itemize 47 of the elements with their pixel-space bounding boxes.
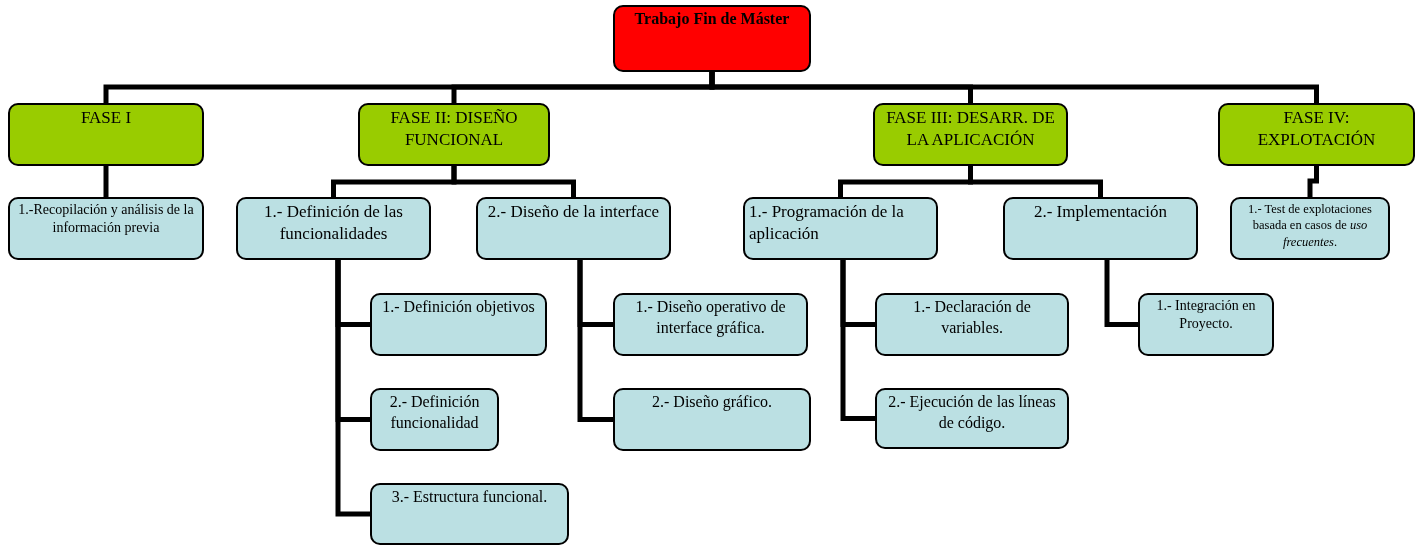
- node-label: FASE III: DESARR. DE LA APLICACIÓN: [885, 107, 1056, 152]
- connector-line: [335, 260, 370, 517]
- connector-line: [1307, 166, 1319, 197]
- node-label: 2.- Diseño de la interface: [487, 201, 660, 223]
- connector-line: [840, 260, 875, 421]
- phase-box: [8, 103, 204, 166]
- node-label: FASE IV: EXPLOTACIÓN: [1256, 107, 1377, 152]
- connector-line: [709, 72, 1319, 103]
- task-box: [370, 388, 499, 451]
- node-label: 2.- Definición funcionalidad: [388, 392, 481, 433]
- task-box: [613, 293, 808, 356]
- connector-line: [1104, 260, 1138, 327]
- node-label: FASE I: [80, 107, 132, 129]
- node-label: Trabajo Fin de Máster: [634, 9, 790, 30]
- phase-box: [1218, 103, 1415, 166]
- node-label: 1.- Diseño operativo de interface gráfica.: [634, 297, 787, 339]
- node-label: 2.- Ejecución de las líneas de código.: [887, 392, 1057, 434]
- node-label: 1.- Definición objetivos: [382, 297, 535, 318]
- connector-line: [577, 260, 613, 422]
- node-label: 3.- Estructura funcional.: [391, 487, 548, 507]
- task-box: [743, 197, 938, 260]
- task-box: [875, 293, 1069, 356]
- connector-line: [103, 166, 109, 197]
- node-label: 1.-Recopilación y análisis de la información previa: [17, 201, 195, 238]
- task-box: [875, 388, 1069, 449]
- task-box: [1138, 293, 1274, 356]
- task-box: [8, 197, 204, 260]
- task-box: [476, 197, 671, 260]
- task-box: [1230, 197, 1390, 260]
- phase-box: [873, 103, 1068, 166]
- task-box: [370, 483, 569, 545]
- node-label: FASE II: DISEÑO FUNCIONAL: [389, 107, 519, 152]
- root-box: [613, 5, 811, 72]
- task-box: [236, 197, 431, 260]
- node-label: 2.- Implementación: [1033, 201, 1168, 223]
- task-box: [370, 293, 547, 356]
- phase-box: [358, 103, 550, 166]
- node-label: 1.- Test de explotaciones basada en casos de uso frecuentes.: [1247, 201, 1373, 250]
- node-label: 2.- Diseño gráfico.: [652, 392, 772, 413]
- task-box: [1003, 197, 1198, 260]
- connector-line: [968, 166, 1103, 197]
- task-box: [613, 388, 811, 451]
- node-label: 1.- Definición de las funcionalidades: [263, 201, 404, 246]
- connector-line: [451, 166, 576, 197]
- node-label: 1.- Declaración de variables.: [912, 297, 1032, 338]
- node-label: 1.- Programación de la aplicación: [749, 201, 905, 246]
- node-label: 1.- Integración en Proyecto.: [1155, 297, 1257, 334]
